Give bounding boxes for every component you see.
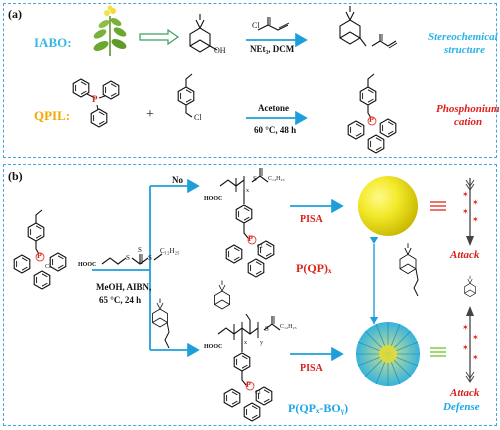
acryloyl-chloride-structure [257,17,290,31]
bottom-polymer-name: P(QPₓ-BOᵧ) [288,401,349,415]
bottom-hooc-label: HOOC [204,344,223,350]
bottom-s-label: S [265,325,269,333]
top-p-label: P [248,234,253,243]
monomer-structure-b [13,209,67,290]
cta-structure [101,253,163,265]
bottom-x-label: x [244,340,247,346]
borneol-structure [189,13,218,53]
vinylbenzyl-chloride-structure [177,73,195,118]
bottom-cl-label: Cl [255,390,261,396]
svg-text:✶: ✶ [462,343,469,352]
cta-hooc-label: HOOC [78,262,97,268]
equals-bottom [430,347,446,357]
cta-s3-label: S [148,254,152,262]
bottom-chain-label: C₁₂H₂₅ [280,324,297,330]
top-chain-label: C₁₂H₂₅ [268,176,285,182]
phosphonium-text: Phosphonium [436,103,500,115]
attack-top-label: Attack [450,249,480,261]
top-s-label: S [253,175,257,183]
top-polymer-structure [219,168,275,278]
vbc-cl-label: Cl [194,113,202,122]
svg-text:✶: ✶ [472,333,479,342]
bottom-y-label: y [260,340,263,346]
conditions-line-1: MeOH, AIBN, [96,282,152,292]
svg-text:✶: ✶ [462,207,469,216]
pisa-bottom-label: PISA [300,363,323,374]
bottom-polymer-structure [214,280,281,422]
equals-top [430,201,446,211]
phosphonium-monomer-structure [347,73,397,154]
pisa-top-label: PISA [300,214,323,225]
plant-illustration [93,5,127,56]
panel-a-label: (a) [8,7,22,21]
svg-text:✶: ✶ [472,353,479,362]
attack-arrow-top: ✶ ✶ ✶ ✶ [462,178,479,246]
panel-b-label: (b) [8,169,23,183]
cta-s2-label: S [138,246,142,254]
monomer-p-label: P [369,115,374,124]
cta-chain-label: C₁₂H₂₅ [160,247,180,255]
top-cl-label: Cl [257,244,263,250]
micelle-particle [356,322,420,386]
svg-text:✶: ✶ [472,215,479,224]
triphenylphosphine-structure [72,78,120,128]
structure-text: structure [444,44,485,56]
top-polymer-name: P(QP)ₓ [296,261,332,275]
top-hooc-label: HOOC [204,196,223,202]
cta-s1-label: S [126,254,130,262]
sphere-particle [358,176,418,236]
hollow-arrow [139,28,180,46]
iboa-middle-structure [399,242,419,297]
svg-text:✶: ✶ [462,323,469,332]
qpil-solvent: Acetone [258,103,289,113]
qpil-conditions: 60 °C, 48 h [254,125,297,135]
plus-sign: + [146,107,154,122]
defense-label: Defense [443,401,480,413]
attack-defense-illustration: ✶ ✶ ✶ ✶ [462,275,479,383]
cation-text: cation [454,116,483,128]
borneol-oh-label: OH [214,46,226,55]
qpil-label: QPIL: [34,108,71,123]
iabo-label: IABO: [34,35,72,50]
branch-no-label: No [172,175,183,185]
isobornyl-acrylate-structure [339,5,398,49]
iboa-reagent-structure [152,298,170,349]
monomer-b-p-label: P [37,251,42,260]
monomer-b-cl-label: Cl [45,264,51,270]
conditions-line-2: 65 °C, 24 h [99,295,142,305]
stereochemical-text: Stereochemical [428,31,498,43]
svg-text:✶: ✶ [472,198,479,207]
svg-text:✶: ✶ [462,190,469,199]
bottom-p-label: P [246,380,251,389]
acyl-cl-label: Cl [252,21,260,30]
panel-b-frame [3,164,497,426]
iabo-conditions: NEt₃, DCM [250,44,295,54]
attack-bottom-label: Attack [450,387,480,399]
panel-a-frame [3,3,497,158]
tpp-p-label: P [92,94,98,104]
top-x-label: x [246,188,249,194]
